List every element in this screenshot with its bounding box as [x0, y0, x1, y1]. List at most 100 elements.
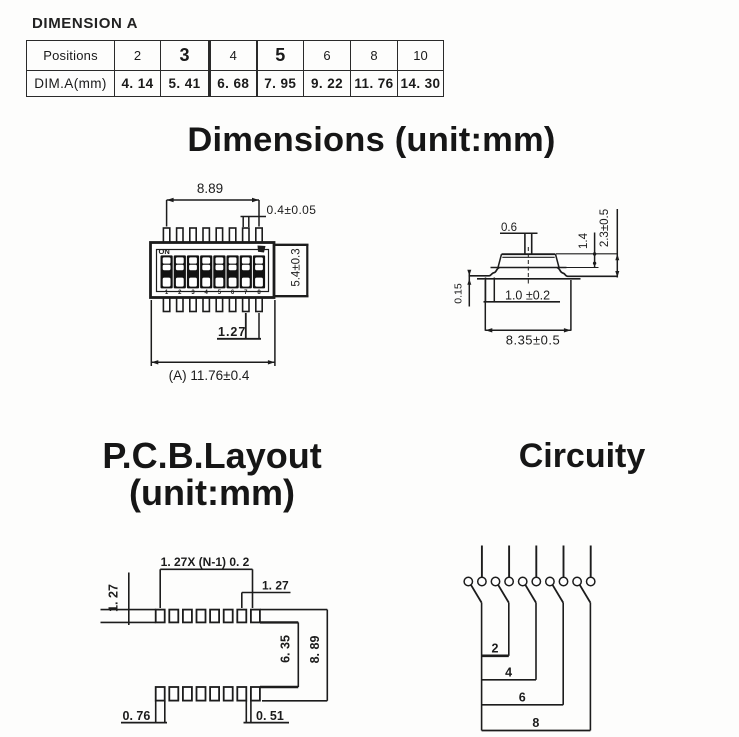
switch-slot [162, 257, 171, 264]
dim-cap-height: 1.4 [578, 232, 590, 249]
switch-slot [162, 264, 171, 271]
switch-number: 8 [257, 290, 261, 296]
pcb-pad-top [236, 608, 248, 624]
switch-number: 2 [178, 290, 182, 296]
switch-blade [497, 584, 510, 603]
pcb-layout-title-line1: P.C.B.Layout [102, 435, 322, 476]
drawing-stroke [485, 328, 493, 333]
switch-slot [215, 277, 224, 287]
switch-slot [175, 264, 184, 271]
drawing-stroke [267, 360, 275, 365]
switch-blade [551, 584, 564, 603]
circuit-title: Circuity [518, 437, 646, 475]
table-cell: 10 [397, 40, 444, 71]
pin-bottom [241, 296, 250, 313]
pin-top [215, 227, 224, 244]
drawing-stroke [592, 261, 597, 265]
layout-g [154, 608, 261, 702]
table-cell: 7. 95 [255, 70, 304, 97]
terminal-contact [572, 576, 583, 587]
bus-label: 2 [492, 641, 499, 655]
switch-number: 3 [191, 290, 195, 296]
pcb-layout-title-line2: (unit:mm) [129, 472, 295, 513]
switch-blade [524, 584, 537, 603]
drawing-stroke [497, 254, 503, 268]
table-cell: 4. 14 [114, 70, 161, 97]
switch-slot [255, 277, 263, 287]
switch-slot [228, 277, 237, 287]
dim-pin-width: 0.4±0.05 [267, 203, 317, 217]
drawing-stroke [166, 197, 174, 203]
drawing-stroke [467, 278, 472, 285]
terminal-contact [504, 576, 515, 587]
dim-pad-width: 0. 76 [123, 709, 151, 723]
pcb-pad-top [195, 608, 207, 624]
dim-lead-thickness: 0.15 [453, 283, 465, 304]
drawing-stroke [155, 248, 270, 293]
pcb-pad-top [249, 608, 261, 624]
dim-row-outer: 8. 89 [308, 636, 322, 664]
pin-bottom [228, 296, 237, 313]
table-cell: DIM.A(mm) [26, 70, 115, 97]
dip-switch-side-view: 0.6 0.15 1.0 [453, 209, 620, 348]
switch-slot [241, 277, 250, 287]
dim-body-height: 5.4±0.3 [291, 248, 303, 286]
pin-top [202, 227, 211, 244]
drawing-stroke [468, 266, 500, 277]
terminal-contact [517, 576, 528, 587]
terminal-contact [558, 576, 569, 587]
switch-slot [189, 264, 197, 271]
table-cell: 6 [303, 40, 351, 71]
switch-slot [202, 264, 211, 271]
pcb-pad-top [209, 608, 221, 624]
terminal-contact [531, 576, 542, 587]
pin-top [228, 227, 237, 244]
dim-pin-span: 8.89 [197, 181, 223, 196]
drawing-stroke [252, 197, 259, 203]
dim-pin-pitch: 1.27 [218, 325, 246, 339]
dim-stem-width: 0.6 [501, 222, 517, 234]
pcb-pad-bottom [181, 686, 193, 702]
table-cell: 5. 41 [160, 70, 210, 97]
pcb-pad-bottom [209, 686, 221, 702]
pcb-pad-top [154, 608, 166, 624]
drawing-stroke [151, 360, 159, 365]
dimension-a-heading: DIMENSION A [32, 15, 139, 32]
pcb-pad-top [168, 608, 180, 624]
switch-slot [175, 277, 184, 287]
switch-blade [470, 584, 483, 603]
switch-slot [255, 264, 263, 271]
drawing-stroke [615, 271, 620, 278]
layout-g [463, 545, 596, 732]
pcb-pad-bottom [249, 686, 261, 702]
table-cell: 8 [350, 40, 398, 71]
table-cell: Positions [26, 40, 115, 71]
pcb-pad-bottom [168, 686, 180, 702]
pcb-pad-bottom [222, 686, 234, 702]
dimensions-title: Dimensions (unit:mm) [187, 121, 556, 159]
switch-slot [228, 257, 237, 264]
bus-label: 4 [505, 665, 512, 679]
terminal-contact [585, 576, 596, 587]
switch-slot [202, 257, 211, 264]
dim-side-overall: 8.35±0.5 [506, 333, 561, 348]
dim-pad-height: 1. 27 [107, 584, 121, 612]
pcb-pad-bottom [236, 686, 248, 702]
on-label: ON [159, 247, 170, 256]
terminal-contact [490, 576, 501, 587]
switch-slot [175, 257, 184, 264]
terminal-contact [544, 576, 555, 587]
pin-top [255, 227, 264, 244]
pin-bottom [189, 296, 198, 313]
dim-pad-gap: 0. 51 [256, 709, 284, 723]
switch-blade [578, 584, 592, 603]
pin-bottom [215, 296, 224, 313]
bus-label: 6 [519, 690, 526, 704]
dim-pad-span: 1. 27X (N-1) 0. 2 [161, 555, 250, 569]
terminal-contact [463, 576, 474, 587]
